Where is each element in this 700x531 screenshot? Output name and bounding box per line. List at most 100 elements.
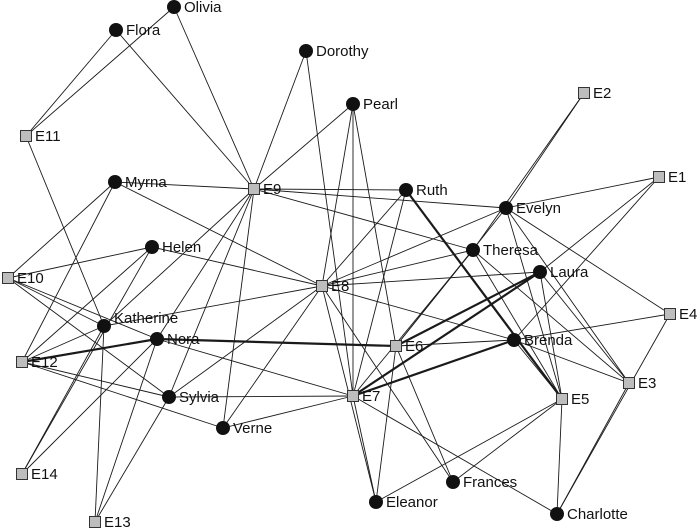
event-node-e7[interactable] xyxy=(347,390,359,402)
person-node-flora[interactable] xyxy=(109,23,123,37)
edge-myrna-e9 xyxy=(114,181,255,190)
event-label-e1: E1 xyxy=(668,169,686,186)
person-node-helen[interactable] xyxy=(145,240,159,254)
edge-myrna-e8 xyxy=(114,181,323,287)
edge-charlotte-e4 xyxy=(556,313,671,515)
person-label-eleanor: Eleanor xyxy=(386,494,438,511)
event-label-e10: E10 xyxy=(17,270,44,287)
edge-frances-e8 xyxy=(321,285,454,483)
person-node-evelyn[interactable] xyxy=(499,201,513,215)
edge-ruth-e7 xyxy=(352,189,407,397)
edge-laura-e6 xyxy=(395,271,541,347)
event-label-e8: E8 xyxy=(331,278,349,295)
edge-theresa-e8 xyxy=(321,249,474,287)
edge-nora-e13 xyxy=(94,338,158,523)
person-node-theresa[interactable] xyxy=(466,243,480,257)
edge-evelyn-e3 xyxy=(505,207,630,384)
edge-ruth-e8 xyxy=(321,189,407,287)
person-node-myrna[interactable] xyxy=(108,175,122,189)
edge-theresa-e7 xyxy=(352,249,474,397)
edge-laura-e3 xyxy=(539,271,630,384)
person-label-sylvia: Sylvia xyxy=(179,389,220,406)
event-label-e7: E7 xyxy=(362,388,380,405)
person-node-eleanor[interactable] xyxy=(369,495,383,509)
event-node-e14[interactable] xyxy=(16,468,28,480)
edge-charlotte-e5 xyxy=(556,398,563,515)
event-node-e2[interactable] xyxy=(578,87,590,99)
person-node-ruth[interactable] xyxy=(399,183,413,197)
event-node-e11[interactable] xyxy=(20,130,32,142)
edge-eleanor-e5 xyxy=(375,398,563,503)
edge-helen-e8 xyxy=(151,246,323,287)
person-label-frances: Frances xyxy=(463,474,517,491)
edge-brenda-e6 xyxy=(395,339,515,347)
edge-nora-e7 xyxy=(156,338,354,397)
event-node-e5[interactable] xyxy=(556,393,568,405)
edge-theresa-e9 xyxy=(253,188,474,251)
person-label-helen: Helen xyxy=(162,239,201,256)
edge-charlotte-e7 xyxy=(352,395,558,515)
edge-nora-e12 xyxy=(21,337,158,364)
event-node-e10[interactable] xyxy=(2,272,14,284)
edge-brenda-e5 xyxy=(513,339,563,400)
event-label-e14: E14 xyxy=(31,466,58,483)
person-node-verne[interactable] xyxy=(216,421,230,435)
edge-ruth-e5 xyxy=(405,189,563,400)
edge-layer xyxy=(7,6,671,523)
event-label-e6: E6 xyxy=(405,338,423,355)
edge-brenda-e8 xyxy=(321,285,515,341)
person-label-verne: Verne xyxy=(233,420,272,437)
edge-eleanor-e6 xyxy=(375,345,397,503)
edge-flora-e9 xyxy=(115,29,255,190)
person-label-flora: Flora xyxy=(126,22,161,39)
person-node-pearl[interactable] xyxy=(346,97,360,111)
edge-dorothy-e7 xyxy=(305,50,354,397)
person-node-frances[interactable] xyxy=(446,475,460,489)
edge-sylvia-e9 xyxy=(168,188,255,398)
edge-verne-e8 xyxy=(222,285,323,429)
event-label-e2: E2 xyxy=(593,85,611,102)
edge-katherine-e11 xyxy=(25,135,105,327)
edge-sylvia-e10 xyxy=(7,277,170,398)
edge-verne-e9 xyxy=(222,188,255,429)
edge-eleanor-e7 xyxy=(352,395,377,503)
edge-laura-e5 xyxy=(539,271,563,400)
edge-helen-e14 xyxy=(21,246,153,475)
person-node-dorothy[interactable] xyxy=(299,44,313,58)
edge-katherine-e12 xyxy=(21,325,105,363)
person-label-dorothy: Dorothy xyxy=(316,43,369,60)
person-label-katherine: Katherine xyxy=(114,310,178,327)
event-node-e6[interactable] xyxy=(390,340,402,352)
event-node-e12[interactable] xyxy=(16,356,28,368)
person-node-brenda[interactable] xyxy=(507,333,521,347)
edge-nora-e10 xyxy=(7,277,158,340)
edge-verne-e7 xyxy=(222,395,354,429)
edge-myrna-e12 xyxy=(21,181,116,363)
event-node-e9[interactable] xyxy=(248,183,260,195)
edge-laura-e8 xyxy=(321,271,541,287)
edge-olivia-e9 xyxy=(173,6,255,190)
person-node-laura[interactable] xyxy=(533,265,547,279)
event-node-e1[interactable] xyxy=(653,171,665,183)
person-node-sylvia[interactable] xyxy=(162,390,176,404)
edge-frances-e6 xyxy=(395,345,454,483)
person-node-katherine[interactable] xyxy=(97,319,111,333)
event-node-e4[interactable] xyxy=(664,308,676,320)
person-label-laura: Laura xyxy=(550,264,589,281)
person-node-nora[interactable] xyxy=(150,332,164,346)
person-node-charlotte[interactable] xyxy=(550,507,564,521)
edge-katherine-e14 xyxy=(21,325,105,475)
event-node-e8[interactable] xyxy=(316,280,328,292)
edge-laura-e1 xyxy=(539,176,660,273)
edge-laura-e7 xyxy=(352,271,541,397)
event-node-e3[interactable] xyxy=(623,377,635,389)
edge-nora-e14 xyxy=(21,338,158,475)
person-label-charlotte: Charlotte xyxy=(567,506,628,523)
event-node-e13[interactable] xyxy=(89,516,101,528)
edge-nora-e6 xyxy=(156,337,397,348)
edge-evelyn-e9 xyxy=(253,188,507,209)
person-node-olivia[interactable] xyxy=(167,0,181,14)
person-label-olivia: Olivia xyxy=(184,0,222,16)
